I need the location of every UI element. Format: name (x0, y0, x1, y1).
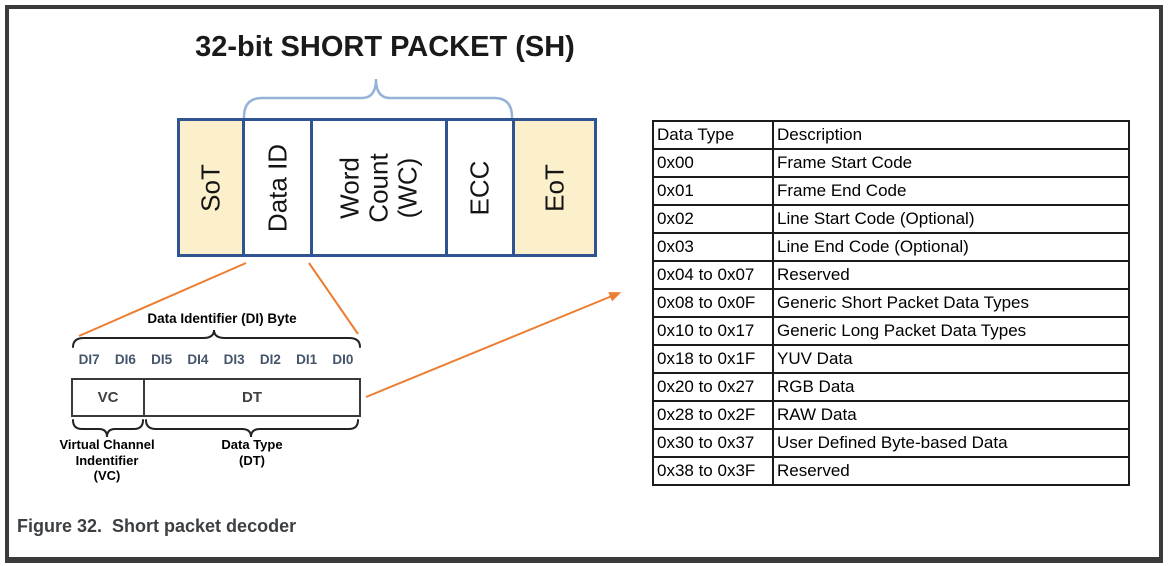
arrow-to-table (365, 292, 622, 398)
cell-data-type: 0x30 to 0x37 (652, 428, 774, 458)
vc-label: Virtual Channel Indentifier (VC) (59, 437, 155, 483)
cell-data-type: 0x01 (652, 176, 774, 206)
bit-label-di0: DI0 (332, 352, 354, 367)
packet-field-eot: EoT (512, 121, 594, 254)
packet-field-label: Data ID (261, 143, 292, 232)
cell-description: RGB Data (772, 372, 1130, 402)
di-byte-box: VC DT (71, 378, 361, 417)
cell-data-type: 0x04 to 0x07 (652, 260, 774, 290)
packet-field-label: SoT (195, 163, 226, 212)
byte-field-dt: DT (242, 389, 262, 406)
bit-label-di1: DI1 (296, 352, 318, 367)
cell-description: Line Start Code (Optional) (772, 204, 1130, 234)
cell-description: Line End Code (Optional) (772, 232, 1130, 262)
bit-label-di2: DI2 (259, 352, 281, 367)
cell-description: Reserved (772, 456, 1130, 486)
bit-label-di5: DI5 (151, 352, 173, 367)
packet-field-word: Word Count (WC) (310, 121, 445, 254)
cell-data-type: 0x38 to 0x3F (652, 456, 774, 486)
dt-label: Data Type (DT) (221, 437, 283, 468)
cell-description: Frame Start Code (772, 148, 1130, 178)
packet-field-dataid: Data ID (242, 121, 310, 254)
bit-label-di4: DI4 (187, 352, 209, 367)
bit-label-di3: DI3 (223, 352, 245, 367)
cell-description: YUV Data (772, 344, 1130, 374)
vc-under-brace (72, 419, 144, 438)
packet-diagram: SoT Data ID Word Count (WC) ECC EoT (177, 118, 597, 257)
bit-label-di6: DI6 (114, 352, 136, 367)
byte-field-vc: VC (73, 380, 145, 415)
cell-description: Generic Long Packet Data Types (772, 316, 1130, 346)
packet-field-label: Word Count (WC) (334, 152, 423, 223)
cell-data-type: 0x08 to 0x0F (652, 288, 774, 318)
packet-field-label: ECC (464, 160, 495, 215)
cell-description: Generic Short Packet Data Types (772, 288, 1130, 318)
cell-data-type: 0x00 (652, 148, 774, 178)
cell-description: Reserved (772, 260, 1130, 290)
cell-data-type: 0x03 (652, 232, 774, 262)
di-byte-title: Data Identifier (DI) Byte (147, 311, 297, 326)
packet-field-label: EoT (538, 163, 569, 212)
cell-data-type: 0x20 to 0x27 (652, 372, 774, 402)
cell-description: User Defined Byte-based Data (772, 428, 1130, 458)
dt-under-brace (145, 419, 359, 438)
di-bits-row: DI7 DI6 DI5 DI4 DI3 DI2 DI1 DI0 (71, 352, 361, 367)
cell-description: RAW Data (772, 400, 1130, 430)
col-header-description: Description (772, 120, 1130, 150)
top-brace (242, 78, 514, 119)
bit-label-di7: DI7 (78, 352, 100, 367)
cell-description: Frame End Code (772, 176, 1130, 206)
packet-field-ecc: ECC (445, 121, 512, 254)
figure-title: 32-bit SHORT PACKET (SH) (195, 31, 575, 63)
cell-data-type: 0x10 to 0x17 (652, 316, 774, 346)
packet-field-sot: SoT (180, 121, 242, 254)
cell-data-type: 0x28 to 0x2F (652, 400, 774, 430)
di-over-brace (72, 329, 361, 348)
cell-data-type: 0x02 (652, 204, 774, 234)
col-header-data-type: Data Type (652, 120, 774, 150)
figure-caption: Figure 32. Short packet decoder (17, 516, 297, 536)
cell-data-type: 0x18 to 0x1F (652, 344, 774, 374)
